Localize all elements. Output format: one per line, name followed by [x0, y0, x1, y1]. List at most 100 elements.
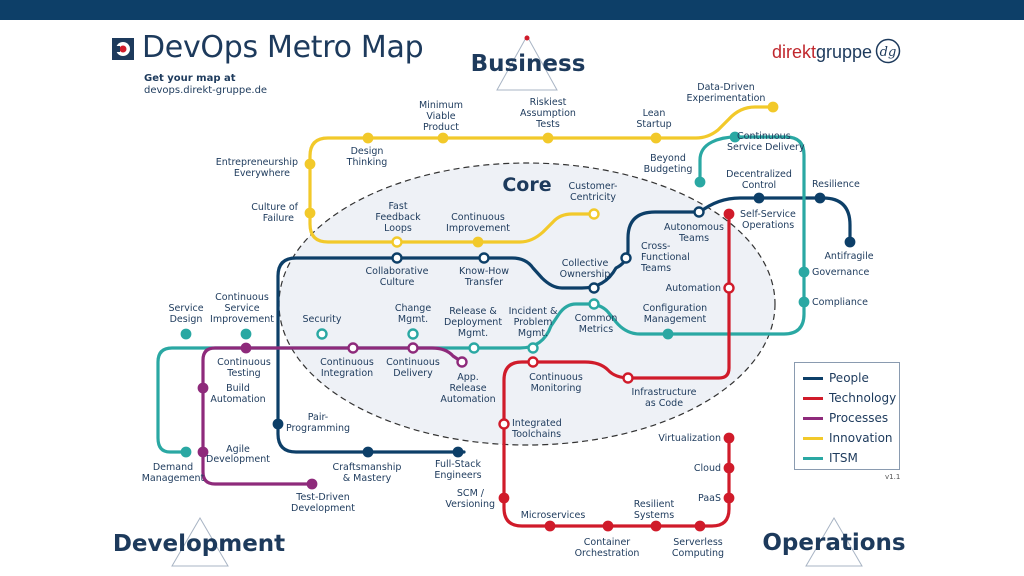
station-resilient-systems[interactable] [650, 520, 662, 532]
station-common-metrics[interactable] [588, 298, 600, 310]
station-app-release[interactable] [456, 356, 468, 368]
stations [180, 101, 856, 532]
legend-item-processes: Processes [803, 411, 888, 425]
operations-zone-title: Operations [762, 530, 905, 556]
station-serverless[interactable] [694, 520, 706, 532]
station-mvp[interactable] [437, 132, 449, 144]
legend-swatch [803, 396, 823, 400]
business-triangle-icon [496, 34, 558, 91]
map-url-link[interactable]: devops.direkt-gruppe.de [144, 85, 268, 96]
label-pair-programming: Pair-Programming [286, 412, 350, 434]
station-collective-ownership[interactable] [588, 282, 600, 294]
brand-part-a: direkt [772, 42, 817, 62]
station-virtualization[interactable] [723, 432, 735, 444]
station-beyond-budgeting[interactable] [694, 176, 706, 188]
station-continuous-service-delivery[interactable] [729, 131, 741, 143]
station-compliance[interactable] [798, 296, 810, 308]
station-data-driven[interactable] [767, 101, 779, 113]
station-cloud[interactable] [723, 462, 735, 474]
label-customer-centricity: Customer-Centricity [569, 181, 618, 203]
legend-item-people: People [803, 371, 869, 385]
station-test-driven[interactable] [306, 478, 318, 490]
station-container[interactable] [602, 520, 614, 532]
innovation-line [308, 105, 775, 244]
legend-label: People [829, 371, 869, 385]
station-build-automation[interactable] [197, 382, 209, 394]
station-configuration-mgmt[interactable] [662, 328, 674, 340]
line-legend: People Technology Processes Innovation I… [794, 362, 900, 470]
station-paas[interactable] [723, 492, 735, 504]
core-zone-title: Core [502, 174, 551, 196]
station-autonomous-teams[interactable] [693, 206, 705, 218]
station-incident-problem[interactable] [527, 342, 539, 354]
station-security[interactable] [316, 328, 328, 340]
station-customer-centricity[interactable] [588, 208, 600, 220]
station-continuous-delivery[interactable] [407, 342, 419, 354]
station-continuous-integration[interactable] [347, 342, 359, 354]
station-microservices[interactable] [544, 520, 556, 532]
station-scm[interactable] [498, 492, 510, 504]
station-cross-functional[interactable] [620, 252, 632, 264]
station-decentralized-control[interactable] [753, 192, 765, 204]
station-know-how[interactable] [478, 252, 490, 264]
station-change-mgmt[interactable] [407, 328, 419, 340]
station-governance[interactable] [798, 266, 810, 278]
version-label: v1.1 [885, 473, 901, 481]
station-riskiest[interactable] [542, 132, 554, 144]
label-virtualization: Virtualization [658, 433, 721, 444]
people-line [276, 196, 852, 454]
station-self-service[interactable] [723, 208, 735, 220]
label-cloud: Cloud [694, 463, 721, 474]
legend-swatch [803, 456, 823, 460]
station-release-deployment[interactable] [468, 342, 480, 354]
station-pair-programming[interactable] [272, 418, 284, 430]
brand-wordmark: direktgruppe [772, 42, 872, 63]
station-entrepreneurship[interactable] [304, 158, 316, 170]
station-continuous-monitoring[interactable] [527, 356, 539, 368]
technology-line [502, 212, 731, 528]
operations-triangle-icon [805, 517, 863, 567]
station-continuous-testing[interactable] [240, 342, 252, 354]
station-collaborative-culture[interactable] [391, 252, 403, 264]
station-fullstack[interactable] [452, 446, 464, 458]
station-integrated-toolchains[interactable] [498, 418, 510, 430]
legend-item-innovation: Innovation [803, 431, 893, 445]
station-continuous-service-improvement[interactable] [240, 328, 252, 340]
label-automation: Automation [666, 283, 721, 294]
station-culture-failure[interactable] [304, 207, 316, 219]
station-fast-feedback[interactable] [391, 236, 403, 248]
station-infrastructure-code[interactable] [622, 372, 634, 384]
station-antifragile[interactable] [844, 236, 856, 248]
station-automation[interactable] [723, 282, 735, 294]
legend-swatch [803, 416, 823, 420]
station-resilience[interactable] [814, 192, 826, 204]
page-title: DevOps Metro Map [142, 30, 424, 65]
label-governance: Governance [812, 267, 869, 278]
station-craftsmanship[interactable] [362, 446, 374, 458]
station-continuous-improvement[interactable] [472, 236, 484, 248]
station-agile-dev[interactable] [197, 446, 209, 458]
top-banner [0, 0, 1024, 20]
station-demand-mgmt[interactable] [180, 446, 192, 458]
station-lean-startup[interactable] [650, 132, 662, 144]
svg-text:dg: dg [880, 45, 897, 60]
label-resilience: Resilience [812, 179, 860, 190]
station-design-thinking[interactable] [362, 132, 374, 144]
station-service-design[interactable] [180, 328, 192, 340]
